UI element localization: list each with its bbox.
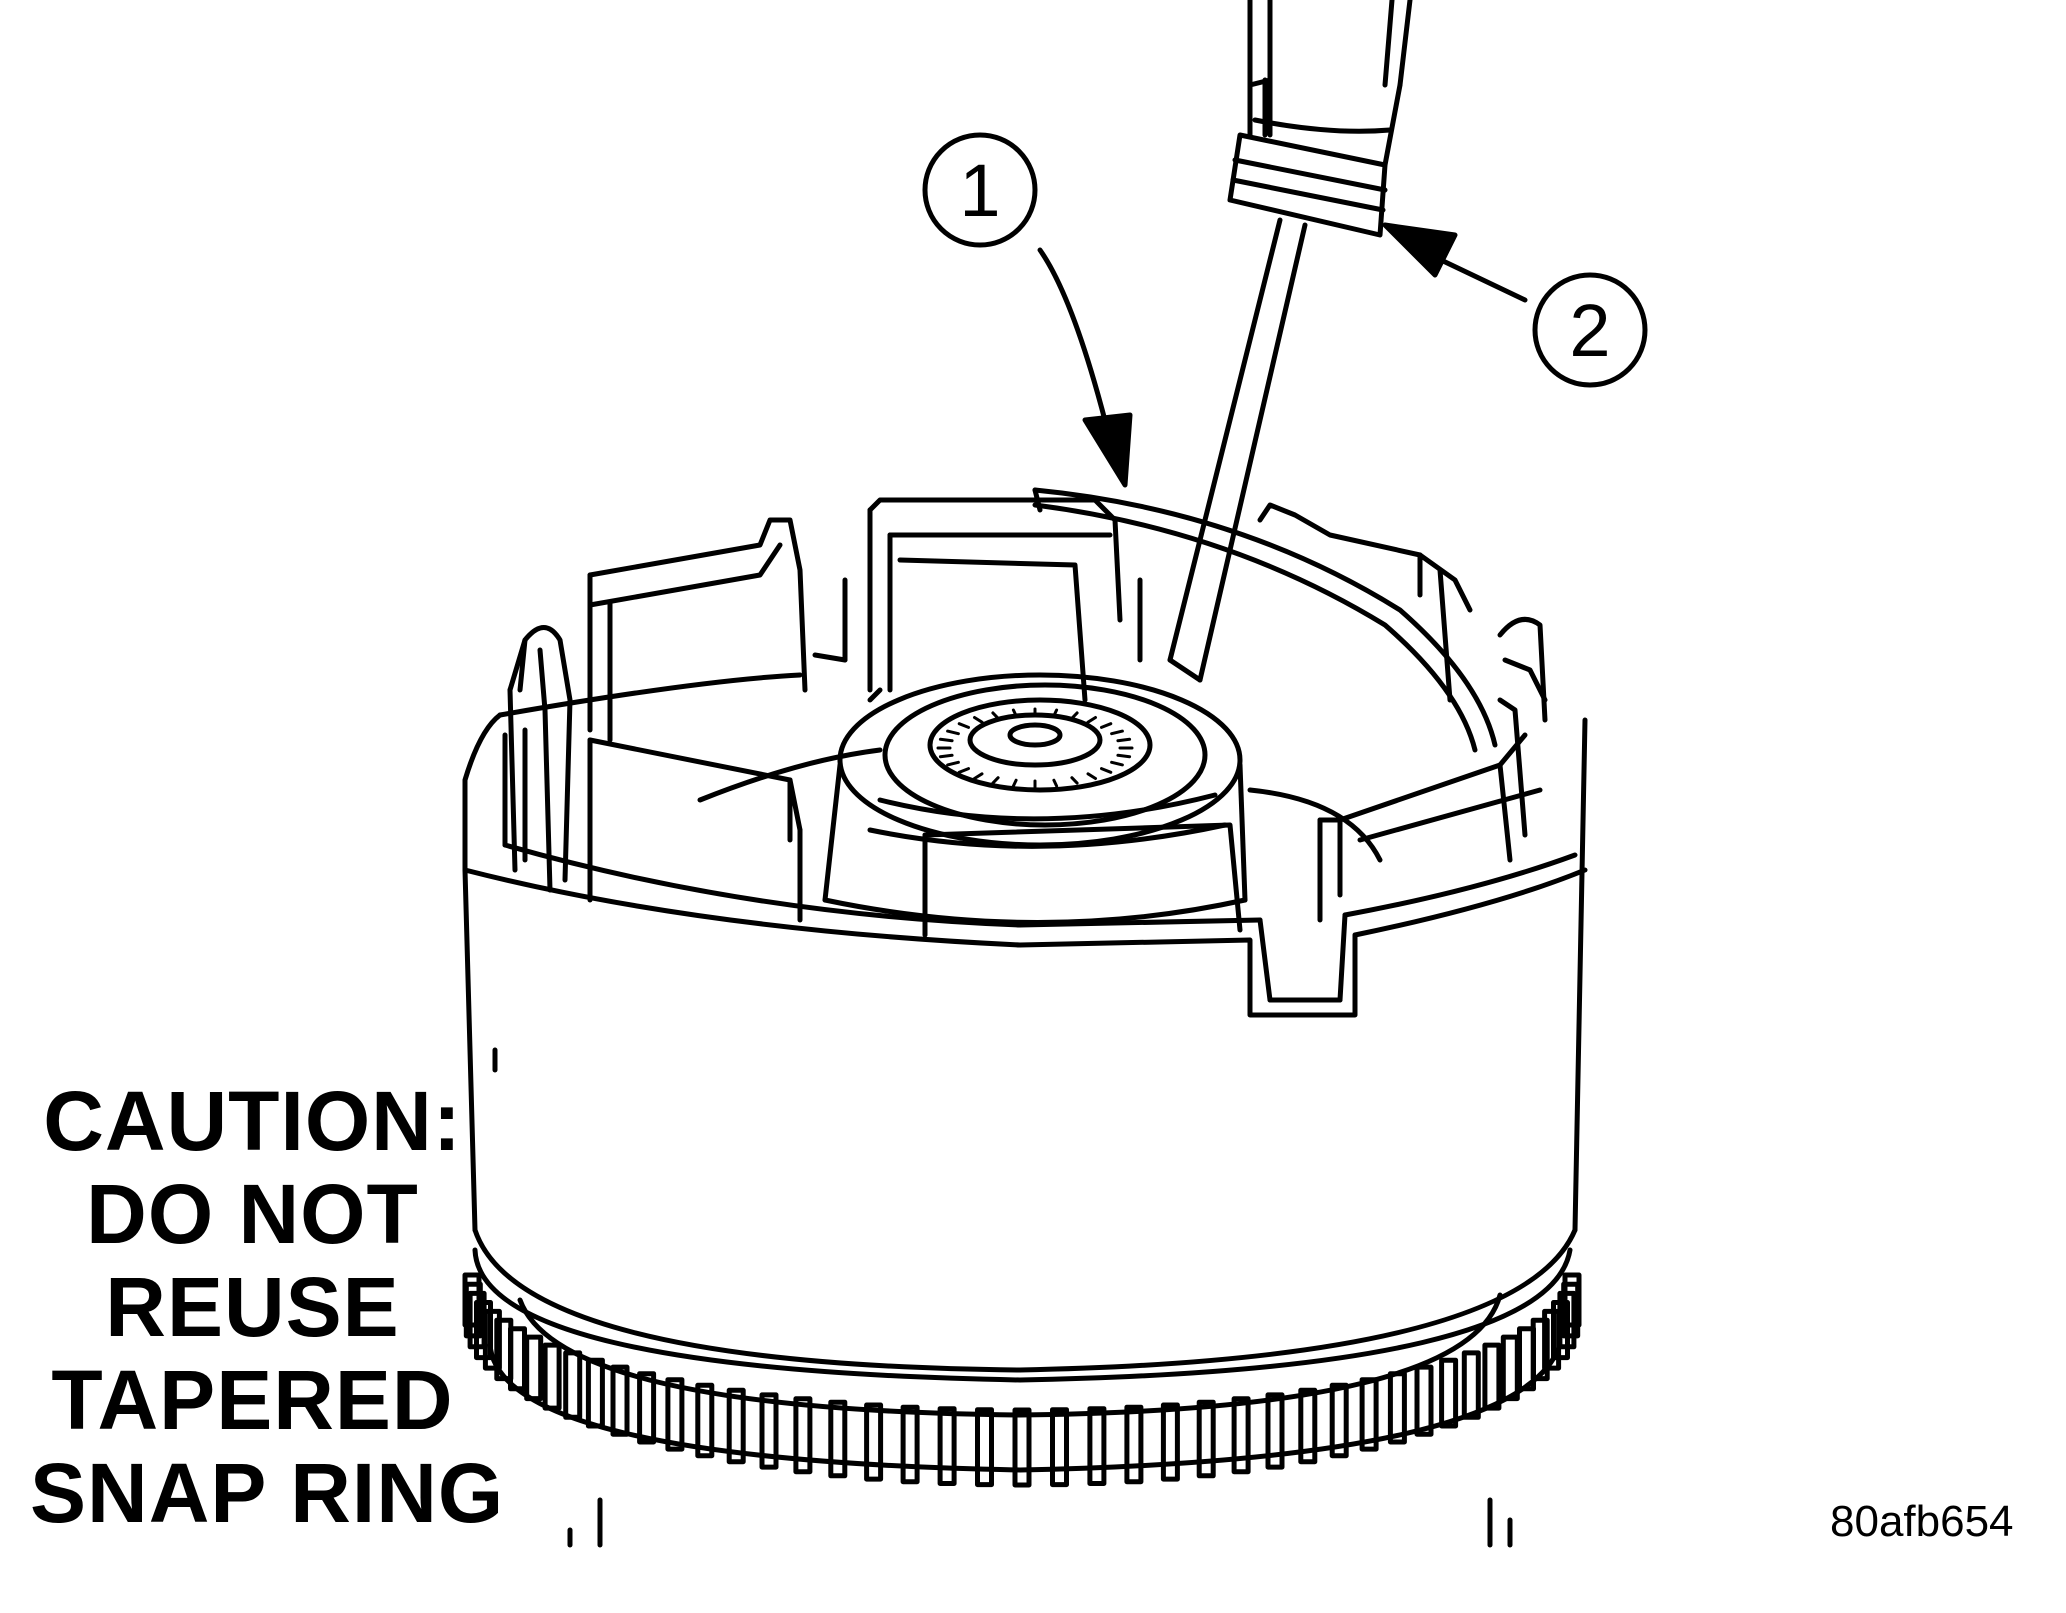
hub-spline bbox=[1100, 722, 1113, 729]
gear-tooth bbox=[1562, 1272, 1582, 1328]
hub-spline bbox=[946, 760, 960, 767]
gear-tooth bbox=[759, 1392, 779, 1470]
gear-tooth bbox=[637, 1371, 657, 1445]
gear-tooth bbox=[542, 1342, 562, 1411]
caution-line-3: REUSE bbox=[105, 1260, 400, 1354]
callout-2: 2 bbox=[1382, 222, 1648, 388]
hub-spline bbox=[946, 729, 960, 736]
gear-tooth bbox=[975, 1407, 994, 1488]
callout-1-number: 1 bbox=[959, 149, 1000, 232]
gear-tooth bbox=[1329, 1382, 1349, 1459]
gear-tooth bbox=[665, 1377, 685, 1452]
gear-tooth bbox=[585, 1357, 605, 1429]
hub-spline bbox=[1116, 753, 1132, 759]
gear-tooth bbox=[1231, 1396, 1251, 1475]
gear-tooth bbox=[864, 1402, 884, 1482]
gear-tooth bbox=[1461, 1350, 1481, 1420]
gear-tooth bbox=[1050, 1407, 1069, 1488]
gear-tooth bbox=[1160, 1402, 1180, 1482]
gear-tooth bbox=[1265, 1392, 1285, 1470]
gear-tooth bbox=[1439, 1357, 1459, 1429]
callout-2-arrowhead bbox=[1382, 222, 1458, 278]
gear-tooth bbox=[1482, 1342, 1502, 1411]
gear-tooth bbox=[1196, 1399, 1216, 1479]
caution-note: CAUTION: DO NOT REUSE TAPERED SNAP RING bbox=[30, 1074, 505, 1540]
gear-tooth bbox=[793, 1396, 813, 1475]
lower-housing bbox=[567, 1497, 1513, 1548]
gear-tooth bbox=[508, 1326, 527, 1392]
gear-tooth bbox=[900, 1404, 920, 1485]
gear-tooth bbox=[463, 1281, 483, 1339]
hub-spline bbox=[991, 711, 1000, 720]
gear-tooth bbox=[726, 1387, 746, 1465]
gear-tooth bbox=[1124, 1404, 1144, 1485]
gear-tooth bbox=[482, 1308, 502, 1371]
hub-spline bbox=[1070, 776, 1079, 785]
hub-splines bbox=[936, 707, 1134, 789]
hub-spline bbox=[1100, 767, 1113, 774]
callout-1-arrowhead bbox=[1082, 412, 1133, 488]
callout-2-circle bbox=[1532, 272, 1648, 388]
hub-spline bbox=[1110, 760, 1124, 767]
callout-1-arrow-line bbox=[1037, 247, 1113, 443]
hub-spline bbox=[1070, 711, 1079, 720]
gear-tooth bbox=[1298, 1387, 1318, 1465]
hub-spline bbox=[1116, 737, 1132, 743]
hub-spline bbox=[1086, 716, 1097, 724]
gear-ring-inner-groove bbox=[517, 1292, 1503, 1418]
hub-spline bbox=[973, 716, 984, 724]
figure-id: 80afb654 bbox=[1830, 1497, 2014, 1546]
gear-tooth bbox=[524, 1334, 544, 1402]
hub-spline bbox=[1052, 778, 1059, 788]
gear-tooth bbox=[1500, 1334, 1520, 1402]
hub-spline bbox=[1011, 708, 1018, 718]
caution-line-4: TAPERED bbox=[51, 1353, 454, 1447]
callout-1: 1 bbox=[922, 132, 1133, 488]
hub-spline bbox=[991, 776, 1000, 785]
gear-tooth bbox=[1387, 1371, 1407, 1445]
tapered-snap-ring bbox=[1032, 487, 1498, 753]
gear-ring-base bbox=[487, 1342, 1563, 1473]
callout-2-number: 2 bbox=[1569, 289, 1610, 372]
gear-tooth bbox=[563, 1350, 583, 1420]
hub-spline bbox=[938, 737, 954, 743]
gear-ring-top-edge bbox=[472, 1247, 1573, 1383]
gear-tooth bbox=[610, 1364, 630, 1437]
hub-spline bbox=[1110, 729, 1124, 736]
gear-tooth bbox=[1530, 1317, 1550, 1382]
gear-tooth bbox=[1414, 1364, 1434, 1437]
hub-spline bbox=[1086, 772, 1097, 780]
drum-left-rim bbox=[462, 625, 803, 893]
gear-tooth bbox=[937, 1406, 957, 1486]
hub-spline bbox=[957, 767, 970, 774]
drum-lugs bbox=[587, 497, 1548, 923]
gear-tooth bbox=[695, 1382, 715, 1459]
caution-line-5: SNAP RING bbox=[30, 1446, 505, 1540]
gear-tooth bbox=[828, 1399, 848, 1479]
caution-line-1: CAUTION: bbox=[43, 1074, 462, 1168]
gear-teeth-ring bbox=[462, 1272, 1582, 1488]
caution-line-2: DO NOT bbox=[86, 1167, 419, 1261]
hub-spline bbox=[1011, 778, 1018, 788]
hub-spline bbox=[973, 772, 984, 780]
center-hub bbox=[697, 672, 1383, 938]
screwdriver bbox=[1167, 0, 1413, 683]
hub-spline bbox=[1052, 708, 1059, 718]
callout-1-circle bbox=[922, 132, 1038, 248]
gear-tooth bbox=[1012, 1407, 1032, 1488]
hub-spline bbox=[938, 753, 954, 759]
gear-tooth bbox=[1087, 1406, 1107, 1486]
hub-spline bbox=[957, 722, 970, 729]
